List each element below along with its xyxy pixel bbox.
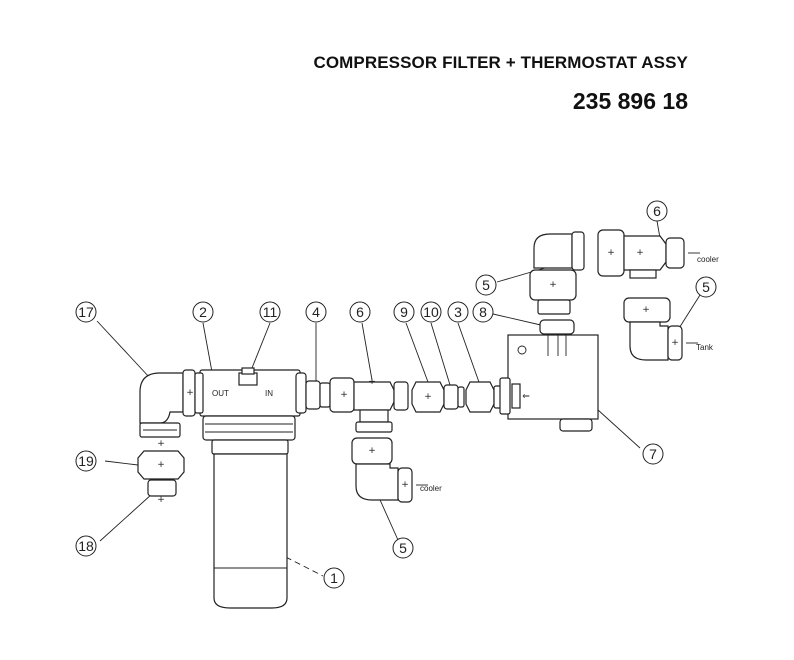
part-5-elbow-lower: + + cooler <box>351 421 442 503</box>
callout-8: 8 <box>472 301 494 323</box>
part-number: 235 896 18 <box>572 88 688 114</box>
part-6-tee-upper: + + cooler <box>597 229 719 279</box>
svg-text:8: 8 <box>479 304 487 320</box>
cooler-label-upper: cooler <box>697 255 719 264</box>
svg-text:19: 19 <box>78 453 94 469</box>
svg-text:17: 17 <box>78 304 94 320</box>
svg-text:6: 6 <box>356 304 364 320</box>
svg-text:11: 11 <box>263 304 278 320</box>
tank-label: Tank <box>696 343 714 352</box>
callout-1: 1 <box>323 567 345 589</box>
callout-3: 3 <box>447 301 469 323</box>
svg-text:9: 9 <box>400 304 408 320</box>
svg-text:+: + <box>642 305 650 315</box>
part-4-adapter <box>305 380 331 410</box>
svg-text:2: 2 <box>199 304 207 320</box>
svg-text:+: + <box>424 392 432 402</box>
svg-text:4: 4 <box>312 304 320 320</box>
svg-text:+: + <box>157 439 165 449</box>
svg-text:+: + <box>186 388 194 398</box>
svg-text:5: 5 <box>482 277 490 293</box>
svg-text:+: + <box>368 377 376 387</box>
callout-17: 17 <box>75 301 97 323</box>
callout-18: 18 <box>75 535 97 557</box>
part-19-nut: + + <box>137 439 185 480</box>
part-9-nut: + <box>411 381 445 413</box>
part-1-filter-element <box>202 415 296 609</box>
svg-text:+: + <box>157 495 165 505</box>
svg-text:1: 1 <box>330 570 338 586</box>
diagram-title: COMPRESSOR FILTER + THERMOSTAT ASSY <box>313 53 688 72</box>
svg-text:+: + <box>157 460 165 470</box>
callout-5-lower: 5 <box>392 537 414 559</box>
leader-lines <box>96 220 701 577</box>
svg-text:+: + <box>607 248 615 258</box>
part-11-plug <box>238 372 258 386</box>
svg-text:+: + <box>401 480 409 490</box>
part-3-nut <box>465 381 503 413</box>
part-7-thermostat-block: ⇐ <box>499 334 599 432</box>
svg-text:⇐: ⇐ <box>522 392 530 402</box>
callout-5-tank: 5 <box>695 276 717 298</box>
svg-text:7: 7 <box>649 446 657 462</box>
svg-text:5: 5 <box>399 540 407 556</box>
part-5-elbow-tank: + + Tank <box>623 297 714 361</box>
svg-text:+: + <box>671 338 679 348</box>
out-port-label: OUT <box>212 389 229 398</box>
callout-9: 9 <box>393 301 415 323</box>
svg-text:5: 5 <box>702 279 710 295</box>
part-17-elbow: + <box>139 369 196 438</box>
callout-6-upper: 6 <box>646 200 668 222</box>
callout-2: 2 <box>192 301 214 323</box>
callout-7: 7 <box>642 443 664 465</box>
svg-text:+: + <box>636 248 644 258</box>
callout-19: 19 <box>75 450 97 472</box>
part-2-filter-head: OUT IN <box>194 367 307 417</box>
svg-text:3: 3 <box>454 304 462 320</box>
part-5-elbow-upper: + <box>529 231 585 315</box>
part-10-fitting <box>443 384 465 410</box>
svg-text:+: + <box>549 280 557 290</box>
cooler-label-lower: cooler <box>420 484 442 493</box>
svg-text:18: 18 <box>78 538 94 554</box>
svg-text:+: + <box>368 446 376 456</box>
callout-10: 10 <box>420 301 442 323</box>
callout-6-middle: 6 <box>349 301 371 323</box>
svg-text:6: 6 <box>653 203 661 219</box>
callout-4: 4 <box>305 301 327 323</box>
callout-11: 11 <box>259 301 281 323</box>
in-port-label: IN <box>265 389 273 398</box>
svg-text:10: 10 <box>423 304 439 320</box>
callout-5-upper: 5 <box>475 274 497 296</box>
part-6-tee-middle: + + <box>329 377 409 423</box>
part-18-fitting: + <box>147 479 177 505</box>
part-8-fitting <box>539 319 575 356</box>
svg-text:+: + <box>340 390 348 400</box>
